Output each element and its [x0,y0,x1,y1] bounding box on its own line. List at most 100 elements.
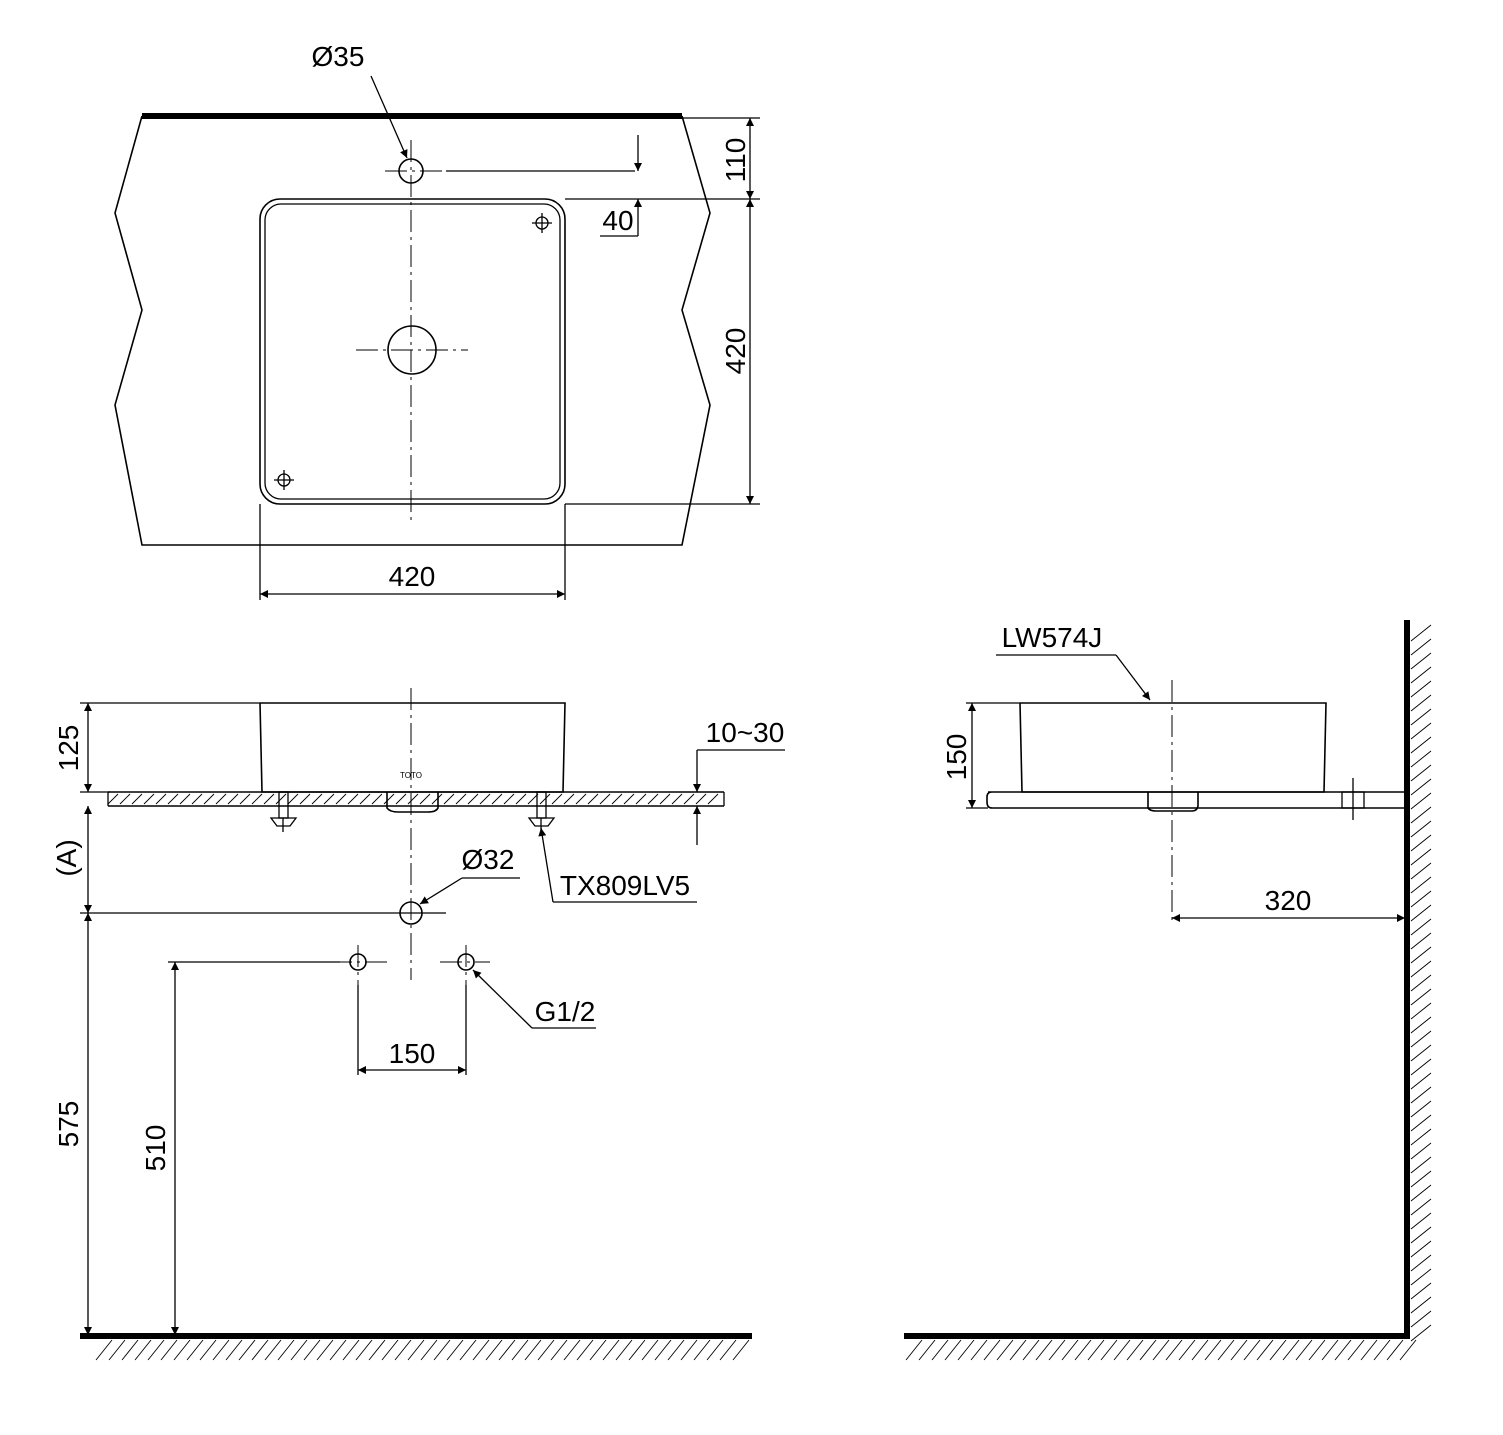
hatch-line [1410,1142,1432,1160]
dimension-a: (A) [51,839,82,876]
hatch-line [479,793,491,805]
basin-height-dimension: 125 [53,725,84,772]
hatch-line [931,1339,949,1361]
hatch-line [1410,1128,1432,1146]
hatch-line [431,793,443,805]
hatch-line [225,1339,243,1361]
hatch-line [1410,680,1432,698]
faucet-hole-diameter-label: Ø35 [312,41,365,72]
hatch-line [707,793,719,805]
hatch-line [239,793,251,805]
hatch-line [359,793,371,805]
basin-inner-outline [264,203,561,500]
hatch-line [654,1339,672,1361]
hatch-line [537,1339,555,1361]
hatch-line [173,1339,191,1361]
side-view: 150 LW574J 320 [904,620,1432,1361]
hatch-line [459,1339,477,1361]
hatch-line [1410,1324,1432,1342]
hatch-line [1152,1339,1170,1361]
basin-outline [259,198,566,505]
hatch-line [503,793,515,805]
hatch-line [970,1339,988,1361]
hatch-line [1410,848,1432,866]
hatch-line [277,1339,295,1361]
hatch-line [251,1339,269,1361]
hatch-line [1410,736,1432,754]
hatch-line [1410,1296,1432,1314]
hatch-line [498,1339,516,1361]
hatch-line [1399,1339,1417,1361]
hatch-line [983,1339,1001,1361]
hatch-line [1410,876,1432,894]
drain-height-dimension: 575 [53,1101,84,1148]
fixing-kit-label: TX809LV5 [560,870,690,901]
fixing-bolt [269,791,298,832]
hatch-line [329,1339,347,1361]
hatch-line [1410,1170,1432,1188]
hatch-line [1410,988,1432,1006]
hatch-line [1410,806,1432,824]
hatch-line [1269,1339,1287,1361]
hatch-line [1410,708,1432,726]
hatch-line [550,1339,568,1361]
hatch-line [1178,1339,1196,1361]
hatch-line [511,1339,529,1361]
hatch-line [383,793,395,805]
hatch-line [1410,904,1432,922]
hatch-line [186,1339,204,1361]
hatch-line [1410,1044,1432,1062]
hatch-line [1100,1339,1118,1361]
drain-waste [386,792,439,813]
hatch-line [1191,1339,1209,1361]
hatch-line [1256,1339,1274,1361]
hatch-line [394,1339,412,1361]
hatch-line [602,1339,620,1361]
hatch-line [732,1339,750,1361]
hatch-line [303,1339,321,1361]
hatch-line [615,1339,633,1361]
hatch-line [996,1339,1014,1361]
hatch-line [563,1339,581,1361]
hatch-line [167,793,179,805]
hatch-line [1410,652,1432,670]
hatch-line [155,793,167,805]
hatch-line [1410,1002,1432,1020]
hatch-line [1410,722,1432,740]
hatch-line [1295,1339,1313,1361]
hatch-line [1410,1016,1432,1034]
hatch-line [1410,918,1432,936]
hatch-line [1230,1339,1248,1361]
hatch-line [95,1339,113,1361]
hatch-line [667,1339,685,1361]
hatch-line [635,793,647,805]
hatch-line [108,1339,126,1361]
hatch-line [407,793,419,805]
hatch-line [251,793,263,805]
hatch-line [1410,624,1432,642]
hatch-line [215,793,227,805]
hatch-line [287,793,299,805]
hatch-line [1410,1268,1432,1286]
hatch-line [623,793,635,805]
hatch-line [551,793,563,805]
front-view: TOTO 125 10~30 ( [51,688,785,1361]
hatch-line [647,793,659,805]
hatch-line [1410,792,1432,810]
hatch-line [316,1339,334,1361]
hatch-line [589,1339,607,1361]
hatch-line [311,793,323,805]
hatch-line [1410,946,1432,964]
hatch-line [381,1339,399,1361]
hatch-line [1410,1226,1432,1244]
hatch-line [1410,1086,1432,1104]
countertop-outline [114,115,711,546]
hatch-line [957,1339,975,1361]
hatch-line [355,1339,373,1361]
hatch-line [611,793,623,805]
hatch-line [275,793,287,805]
hatch-line [1410,932,1432,950]
hatch-line [524,1339,542,1361]
hatch-line [1204,1339,1222,1361]
hatch-line [1410,694,1432,712]
